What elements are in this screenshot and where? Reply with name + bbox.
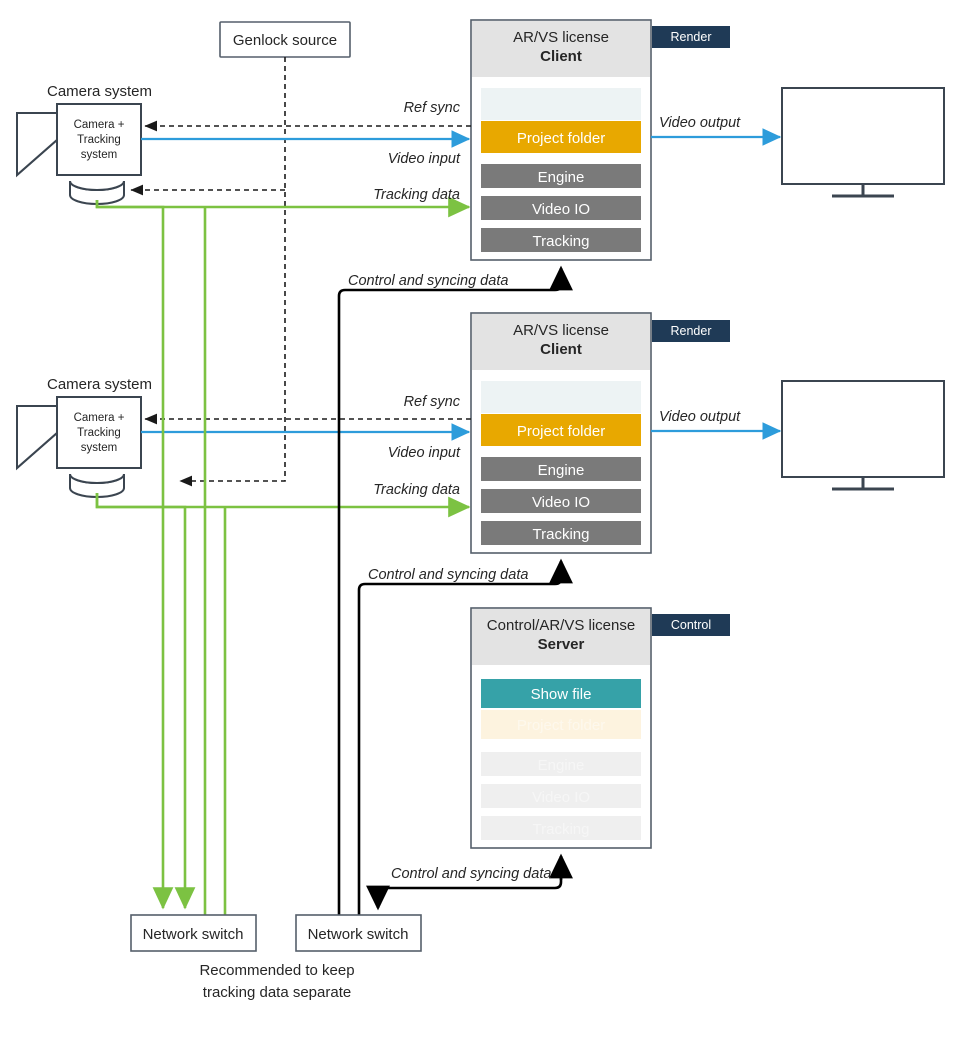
- tracking-trunk-b: [95, 493, 196, 910]
- client-1-header-bottom: Client: [540, 48, 582, 65]
- client-1-row-1-label: Project folder: [517, 130, 605, 147]
- tracking-data-label-2: Tracking data: [373, 482, 460, 498]
- client-2-row-0: [481, 381, 641, 413]
- client-2-row-3: [481, 489, 641, 513]
- network-switch-control-label: Network switch: [308, 926, 409, 943]
- video-output-label-1: Video output: [659, 115, 741, 131]
- ref-sync-label-2: Ref sync: [404, 394, 461, 410]
- server-header-bottom: Server: [538, 636, 585, 653]
- tracking-data-label-1: Tracking data: [373, 187, 460, 203]
- genlock-trunk-line: [179, 57, 286, 487]
- client-1-row-4-label: Tracking: [533, 233, 590, 250]
- control-label-1: Control and syncing data: [348, 273, 508, 289]
- client-1-header-top: AR/VS license: [513, 29, 609, 46]
- display-1-screen: [781, 87, 945, 185]
- genlock-source[interactable]: Genlock source: [219, 21, 351, 58]
- video-input-label-1: Video input: [388, 151, 461, 167]
- client-1-row-4: [481, 228, 641, 252]
- client-1-row-1: [481, 121, 641, 153]
- server-row-2: [481, 752, 641, 776]
- client-2-row-4-label: Tracking: [533, 526, 590, 543]
- display-1[interactable]: [781, 87, 945, 198]
- server-header-top: Control/AR/VS license: [487, 617, 635, 634]
- network-switch-tracking[interactable]: Network switch: [130, 914, 257, 952]
- client-1-row-0: [481, 88, 641, 120]
- camera-system-1[interactable]: Camera system Camera + Tracking system: [16, 83, 152, 205]
- server-row-4: [481, 816, 641, 840]
- client-1-badge: [652, 26, 730, 48]
- control-line-1: [337, 265, 573, 916]
- note-line-2: tracking data separate: [203, 984, 351, 1001]
- server[interactable]: Control Control/AR/VS license Server Sho…: [470, 607, 730, 849]
- display-2-screen: [781, 380, 945, 478]
- network-switch-tracking-label: Network switch: [143, 926, 244, 943]
- camera-system-2[interactable]: Camera system Camera + Tracking system: [16, 376, 152, 498]
- control-label-3: Control and syncing data: [391, 866, 551, 882]
- server-row-1: [481, 710, 641, 739]
- control-label-2: Control and syncing data: [368, 567, 528, 583]
- client-2-row-1-label: Project folder: [517, 423, 605, 440]
- client-1[interactable]: Render AR/VS license Client Project fold…: [470, 19, 730, 261]
- client-2-row-4: [481, 521, 641, 545]
- note-line-1: Recommended to keep: [199, 962, 354, 979]
- client-1-badge-label: Render: [671, 30, 712, 44]
- server-badge-label: Control: [671, 618, 711, 632]
- client-2-header-top: AR/VS license: [513, 322, 609, 339]
- client-2-row-2: [481, 457, 641, 481]
- camera-body-2-line-2: Tracking: [77, 427, 121, 439]
- client-2-header-bottom: Client: [540, 341, 582, 358]
- client-2-row-3-label: Video IO: [532, 494, 590, 511]
- camera-lens-icon-lower: [16, 112, 59, 178]
- camera-body-line-1: Camera +: [74, 119, 125, 131]
- server-row-4-label: Tracking: [533, 821, 590, 838]
- video-output-label-2: Video output: [659, 409, 741, 425]
- client-1-row-2-label: Engine: [538, 169, 585, 186]
- client-1-row-3: [481, 196, 641, 220]
- camera-system-1-caption: Camera system: [47, 83, 152, 100]
- client-2-row-1: [481, 414, 641, 446]
- video-input-label-2: Video input: [388, 445, 461, 461]
- server-badge: [652, 614, 730, 636]
- camera-body-2-line-3: system: [81, 442, 117, 454]
- server-row-3: [481, 784, 641, 808]
- display-2[interactable]: [781, 380, 945, 491]
- server-row-1-label: Project folder: [517, 717, 605, 734]
- client-2[interactable]: Render AR/VS license Client Project fold…: [470, 312, 730, 554]
- client-2-badge-label: Render: [671, 324, 712, 338]
- control-line-3: [366, 856, 563, 911]
- client-1-row-2: [481, 164, 641, 188]
- camera-body: [56, 103, 142, 176]
- server-header: [472, 609, 650, 665]
- client-2-header: [472, 314, 650, 370]
- server-row-0: [481, 679, 641, 708]
- server-row-3-label: Video IO: [532, 789, 590, 806]
- camera-system-2-caption: Camera system: [47, 376, 152, 393]
- camera-body-line-3: system: [81, 149, 117, 161]
- camera-body-2-line-1: Camera +: [74, 412, 125, 424]
- server-row-0-label: Show file: [531, 686, 592, 703]
- client-2-badge: [652, 320, 730, 342]
- camera-body-line-2: Tracking: [77, 134, 121, 146]
- network-switch-control[interactable]: Network switch: [295, 914, 422, 952]
- ref-sync-label-1: Ref sync: [404, 100, 461, 116]
- client-1-header: [472, 21, 650, 77]
- genlock-source-label: Genlock source: [233, 32, 337, 49]
- control-line-2: [357, 558, 573, 916]
- tracking-trunk-a: [95, 200, 174, 910]
- client-2-row-2-label: Engine: [538, 462, 585, 479]
- server-row-2-label: Engine: [538, 757, 585, 774]
- client-1-row-3-label: Video IO: [532, 201, 590, 218]
